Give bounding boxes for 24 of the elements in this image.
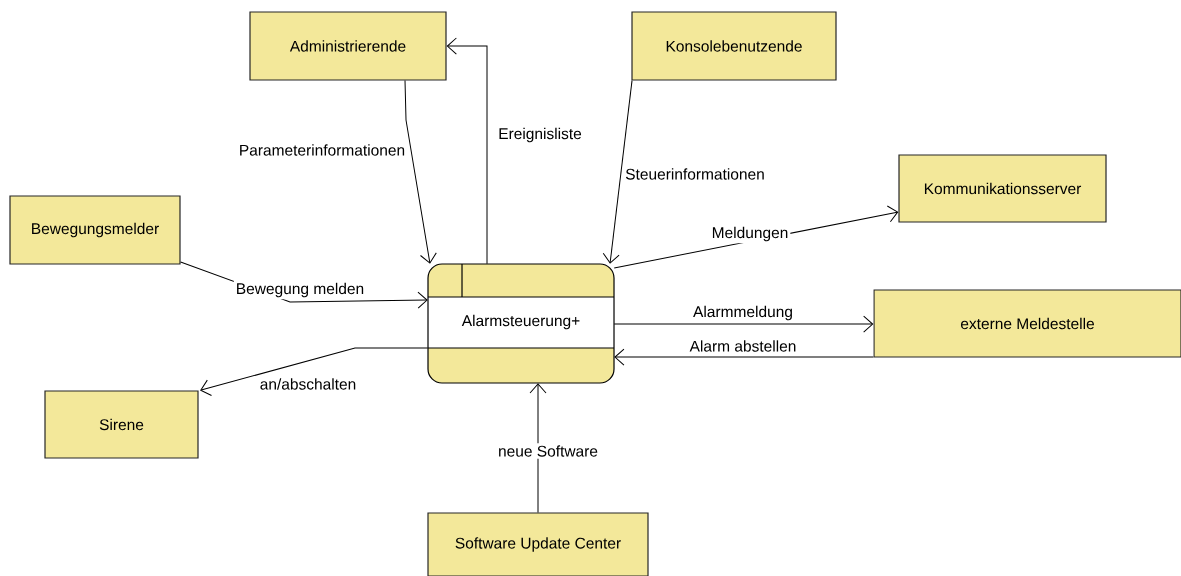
edge-label: Parameterinformationen (236, 142, 408, 158)
arrow (529, 383, 547, 513)
entity-box: externe Meldestelle (873, 289, 1181, 358)
arrow (446, 37, 488, 265)
edge-label: Alarmmeldung (691, 303, 795, 323)
edge-label: Meldungen (709, 224, 791, 244)
arrow (602, 80, 633, 264)
entity-box: Kommunikationsserver (898, 154, 1107, 223)
edge-label: Steuerinformationen (623, 166, 767, 182)
edge-label: an/abschalten (257, 376, 359, 392)
edge-label: Ereignisliste (496, 125, 584, 145)
arrow (404, 80, 437, 264)
edge-label: neue Software (496, 443, 600, 459)
arrow (200, 347, 429, 397)
entity-box: Administrierende (249, 11, 447, 81)
arrow (614, 348, 874, 366)
edge-label: Bewegung melden (233, 280, 367, 300)
entity-box: Konsolebenutzende (631, 11, 837, 81)
edge-label: Alarm abstellen (687, 338, 799, 354)
entity-box: Software Update Center (427, 512, 649, 576)
entity-box: Bewegungsmelder (9, 195, 181, 265)
arrow (613, 315, 874, 333)
entity-box: Sirene (44, 390, 199, 459)
process-box: Alarmsteuerung+ (427, 263, 615, 384)
